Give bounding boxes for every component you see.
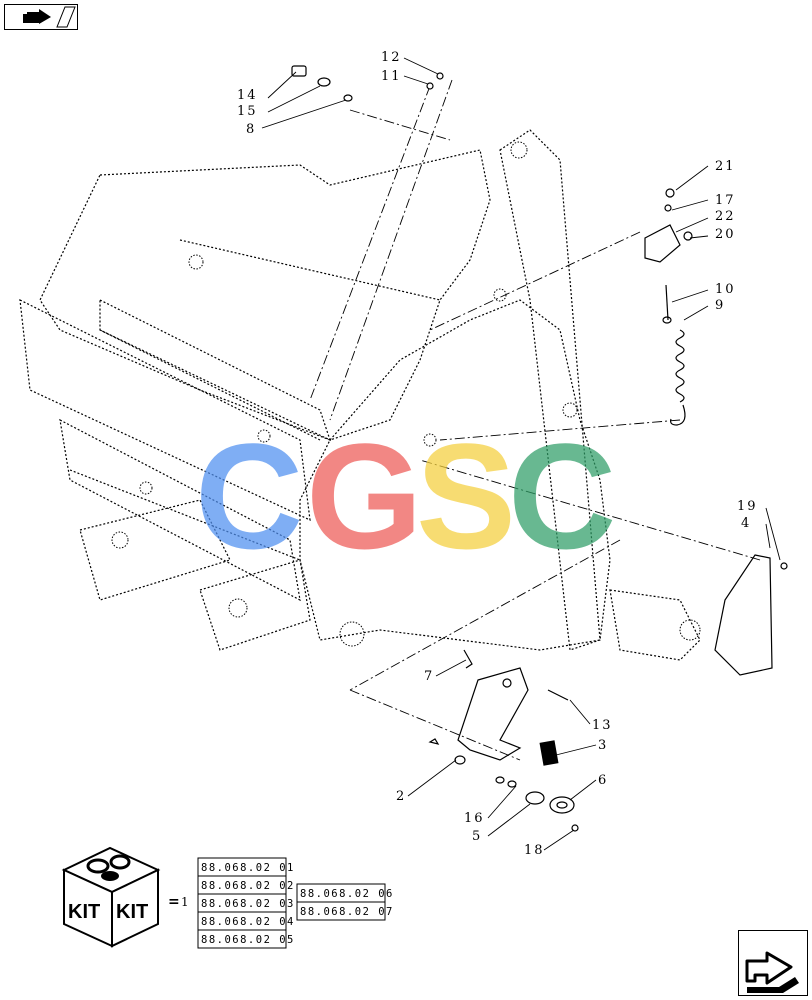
callout-14: 14: [237, 88, 258, 103]
kit-qty: 1: [181, 895, 189, 909]
previous-page-button[interactable]: [4, 4, 78, 30]
kit-ref-4: 88.068.02 04: [201, 916, 295, 928]
page-forward-icon: [745, 951, 799, 993]
callout-7: 7: [424, 669, 434, 684]
callout-2: 2: [396, 789, 406, 804]
callout-18: 18: [524, 843, 545, 858]
callout-12: 12: [381, 50, 402, 65]
watermark-letter-1: C: [195, 412, 303, 580]
kit-ref-7: 88.068.02 07: [300, 906, 394, 918]
callout-16: 16: [464, 811, 485, 826]
machine-frame: [19, 129, 701, 661]
next-page-button[interactable]: [738, 930, 808, 996]
cover-plate: [714, 554, 788, 676]
watermark: C G S C: [195, 412, 616, 580]
callout-21: 21: [715, 159, 736, 174]
callout-11: 11: [381, 69, 402, 84]
kit-ref-1: 88.068.02 01: [201, 862, 295, 874]
callout-15: 15: [237, 104, 258, 119]
kit-equals: =: [168, 894, 180, 910]
callout-4: 4: [741, 516, 751, 531]
callout-3: 3: [598, 738, 608, 753]
part-callouts: 14 15 8 12 11 21 17 22 20 10 9 19 4 7 13…: [237, 50, 781, 858]
callout-6: 6: [598, 773, 608, 788]
kit-ref-3: 88.068.02 03: [201, 898, 295, 910]
callout-9: 9: [715, 298, 725, 313]
kit-reference-table-b: 88.068.02 06 88.068.02 07: [296, 883, 394, 921]
callout-22: 22: [715, 209, 736, 224]
kit-ref-6: 88.068.02 06: [300, 888, 394, 900]
kit-reference-table-a: 88.068.02 01 88.068.02 02 88.068.02 03 8…: [197, 857, 295, 949]
kit-label-right: KIT: [116, 901, 148, 923]
lower-bracket-assembly: [428, 649, 579, 832]
kit-ref-5: 88.068.02 05: [201, 934, 295, 946]
hardware-bolts-top: [291, 65, 444, 102]
kit-label-left: KIT: [68, 901, 100, 923]
callout-10: 10: [715, 282, 736, 297]
spring-assembly: [644, 188, 693, 426]
callout-13: 13: [592, 718, 613, 733]
callout-20: 20: [715, 227, 736, 242]
page-back-icon: [23, 6, 76, 28]
callout-5: 5: [472, 829, 482, 844]
watermark-letter-3: S: [416, 412, 516, 580]
kit-box-icon: KIT KIT: [61, 846, 161, 948]
kit-ref-2: 88.068.02 02: [201, 880, 295, 892]
watermark-letter-4: C: [508, 412, 616, 580]
frame-holes: [111, 141, 701, 647]
callout-19: 19: [737, 499, 758, 514]
leader-lines: [309, 79, 761, 761]
callout-8: 8: [246, 122, 256, 137]
watermark-letter-2: G: [306, 412, 423, 580]
callout-17: 17: [715, 193, 736, 208]
